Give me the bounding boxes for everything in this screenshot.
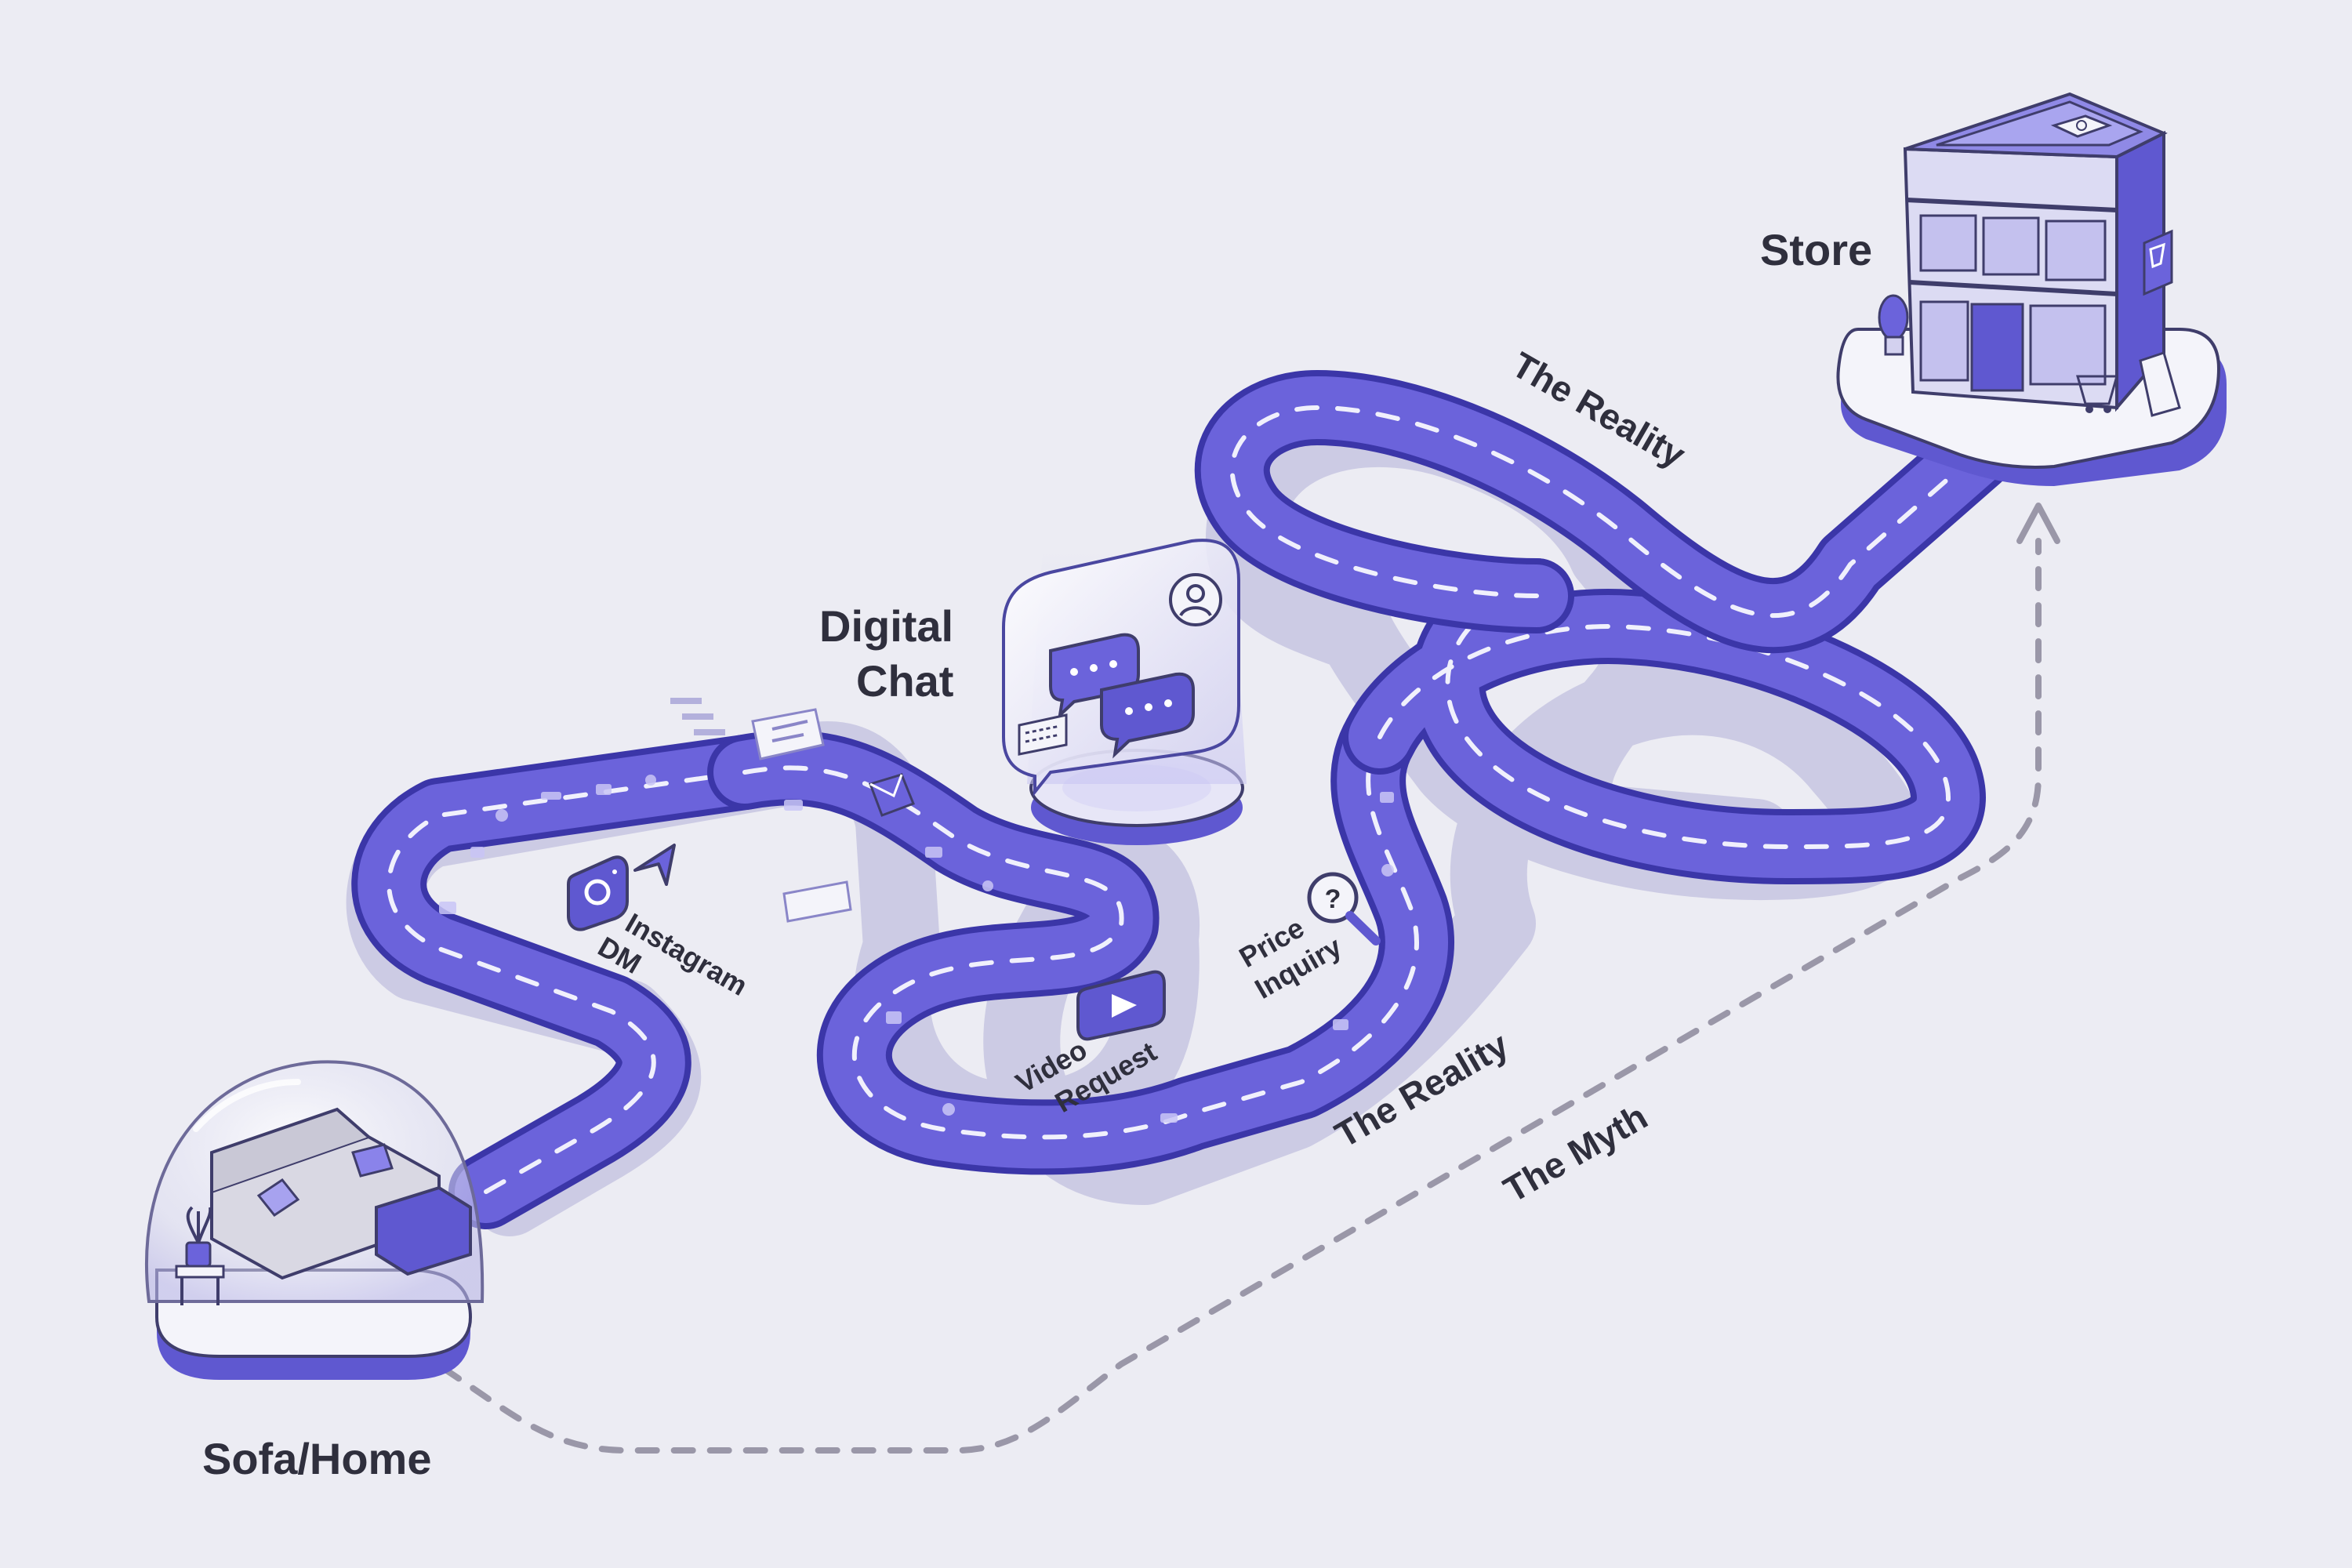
chat-bubbles-icon [1049, 633, 1195, 759]
digital-chat-label-line2: Chat [856, 656, 953, 706]
myth-path [440, 503, 2060, 1454]
home-dome [145, 1060, 485, 1380]
envelope-icon [869, 773, 915, 817]
digital-chat-hologram [1002, 539, 1247, 845]
video-play-icon [1076, 970, 1166, 1041]
digital-chat-label-line1: Digital [819, 601, 953, 651]
store-building-icon [1836, 92, 2227, 486]
magnifier-question-icon: ? [1307, 872, 1381, 946]
shopping-cart-icon [2143, 229, 2173, 296]
avatar-icon [1169, 573, 1222, 626]
sofa-icon [210, 1107, 472, 1280]
keyboard-icon [1018, 713, 1068, 756]
sofa-home-label: Sofa/Home [202, 1434, 432, 1483]
plant-icon [175, 1206, 225, 1305]
myth-arrowhead [2016, 503, 2060, 544]
road-decor-icons [439, 775, 1394, 1123]
send-arrow-icon [633, 844, 676, 886]
svg-text:?: ? [1325, 884, 1341, 914]
road-main [351, 370, 2013, 1229]
instagram-icon [567, 855, 629, 931]
myth-label: The Myth [1497, 1096, 1654, 1210]
floating-notification-cards [670, 698, 852, 923]
store-label: Store [1760, 225, 1872, 274]
